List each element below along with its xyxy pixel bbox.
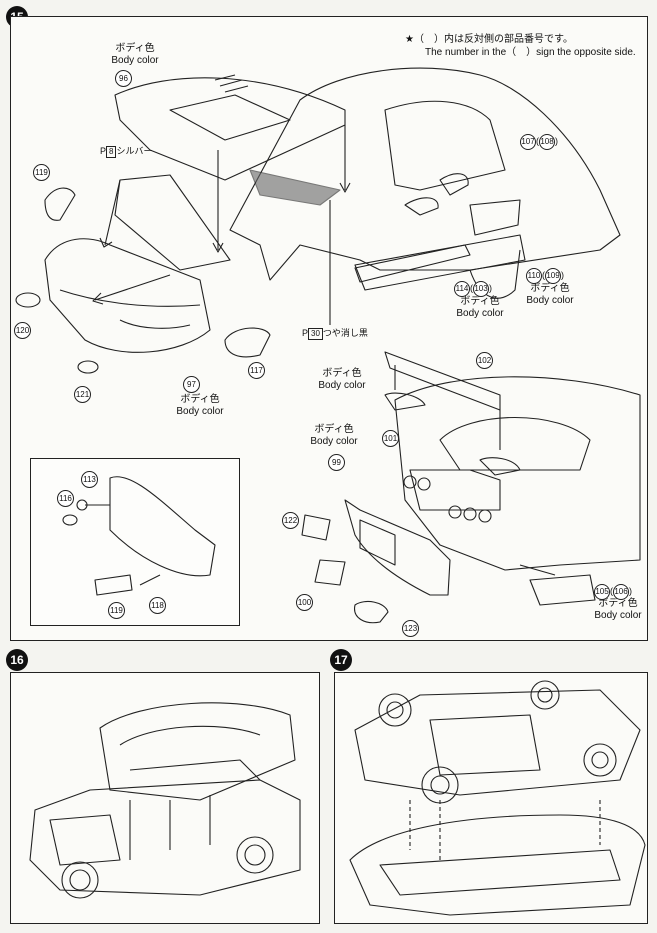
- interior-tub-outline: [99, 702, 296, 801]
- part-117-marker: 117: [248, 362, 265, 379]
- part-121-marker: 121: [74, 386, 91, 403]
- part-99-marker: 99: [328, 454, 345, 471]
- inset-part-113-marker: 113: [81, 471, 98, 488]
- step-17-badge: 17: [330, 649, 352, 671]
- part-122-marker: 122: [282, 512, 299, 529]
- car-body-outline: [229, 67, 621, 281]
- inset-part-119-marker: 119: [108, 602, 125, 619]
- chassis-outline: [29, 779, 301, 896]
- part-96-marker: 96: [115, 70, 132, 87]
- part-101-marker: 101: [382, 430, 399, 447]
- inset-part-116-marker: 116: [57, 490, 74, 507]
- headlight-lens: [44, 187, 76, 221]
- note-english: The number in the（ ）sign the opposite si…: [425, 47, 636, 58]
- detail-inset-panel: [30, 458, 240, 626]
- step-16-badge: 16: [6, 649, 28, 671]
- rear-car-outline: [394, 376, 641, 571]
- front-bumper-outline: [44, 238, 211, 353]
- note-japanese: ★（ ）内は反対側の部品番号です。: [405, 34, 573, 45]
- inverted-body-outline: [349, 814, 646, 916]
- underbody-outline: [354, 689, 641, 796]
- part-110-109-marker: 110(109): [526, 268, 564, 284]
- hood-outline: [114, 77, 346, 181]
- part-119-marker: 119: [33, 164, 50, 181]
- part-97-marker: 97: [183, 376, 200, 393]
- part-105-106-marker: 105(106): [594, 584, 632, 600]
- inset-part-118-marker: 118: [149, 597, 166, 614]
- part-123-marker: 123: [402, 620, 419, 637]
- part-102-marker: 102: [476, 352, 493, 369]
- part-114-103-marker: 114(103): [454, 281, 492, 297]
- part-100-marker: 100: [296, 594, 313, 611]
- part-120-marker: 120: [14, 322, 31, 339]
- part-107-108-marker: 107(108): [520, 134, 558, 150]
